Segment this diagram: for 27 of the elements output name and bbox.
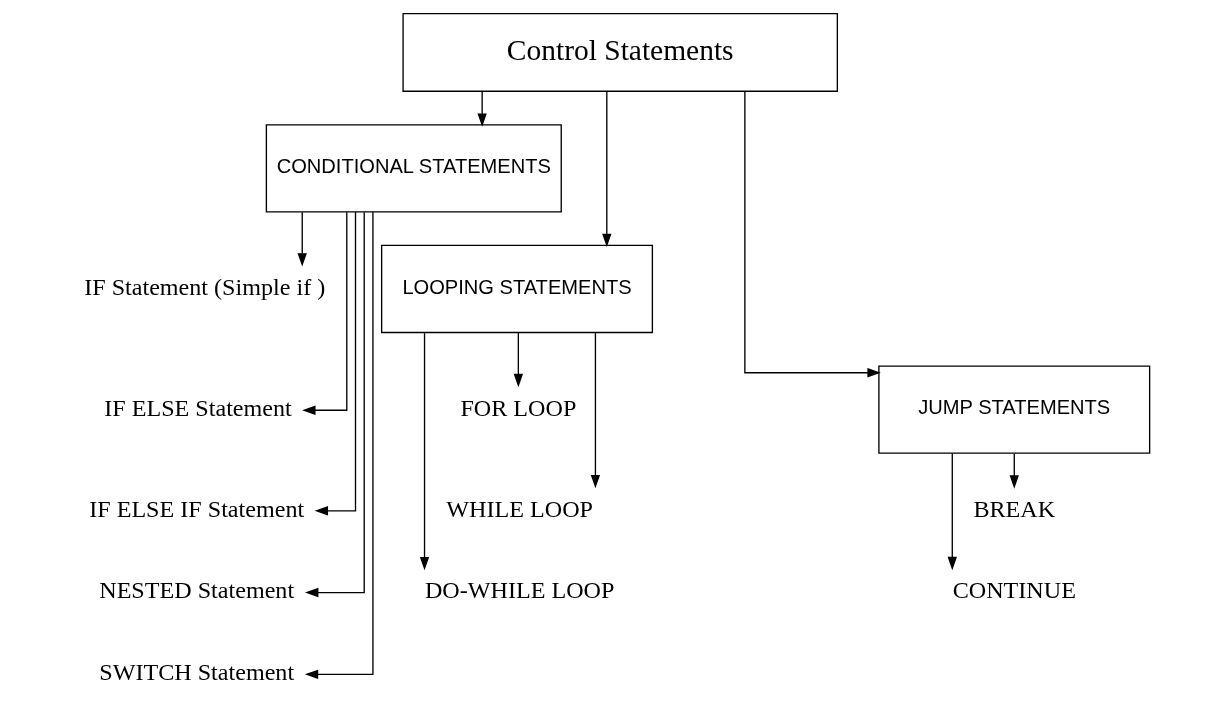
arrow [419, 332, 429, 571]
node-text: BREAK [972, 495, 1055, 522]
arrow [304, 211, 374, 680]
arrow [947, 452, 957, 571]
node-text: DO-WHILE LOOP [424, 577, 614, 604]
arrow [304, 211, 365, 598]
node-text: CONTINUE [952, 577, 1076, 604]
node-text: WHILE LOOP [445, 495, 593, 522]
node-text: FOR LOOP [459, 394, 576, 421]
arrow [601, 90, 611, 248]
node-box: Control Statements [401, 12, 838, 92]
node-box: CONDITIONAL STATEMENTS [265, 124, 562, 213]
arrow [314, 211, 356, 516]
arrow [476, 91, 487, 127]
node-text: NESTED Statement [98, 577, 294, 604]
node-box: LOOPING STATEMENTS [380, 244, 653, 334]
node-box: JUMP STATEMENTS [877, 365, 1150, 454]
arrow [297, 211, 307, 267]
node-text: IF ELSE IF Statement [88, 495, 304, 522]
node-text: IF ELSE Statement [103, 394, 292, 421]
node-text: SWITCH Statement [98, 659, 294, 686]
arrow [301, 211, 347, 415]
arrow [513, 332, 523, 388]
arrow [743, 91, 881, 378]
arrow [1009, 453, 1019, 489]
node-text: IF Statement (Simple if ) [83, 273, 325, 300]
arrow [590, 332, 600, 489]
